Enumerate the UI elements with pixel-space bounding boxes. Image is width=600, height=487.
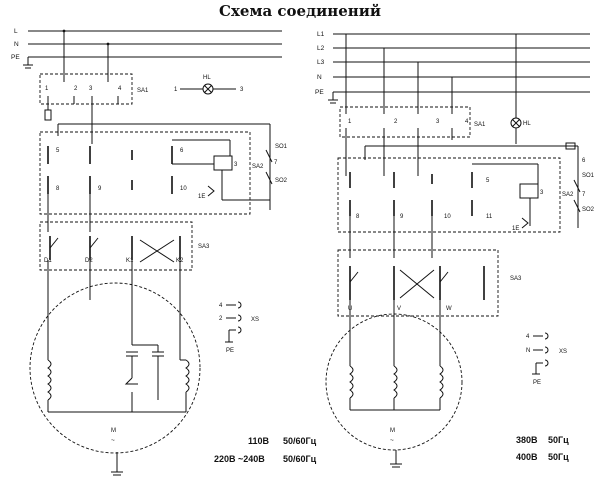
right-contact-w: W — [446, 306, 452, 312]
right-contact-v: V — [397, 306, 401, 312]
right-motor-symbol: ~ — [390, 437, 394, 444]
left-spec-freq-2: 50/60Гц — [283, 454, 317, 464]
left-term-5: 5 — [56, 148, 60, 154]
right-sa2-box — [337, 157, 561, 233]
left-winding-main — [47, 359, 52, 401]
line-label-pe: PE — [11, 54, 20, 61]
left-spec-voltage-1: 110В — [248, 436, 270, 446]
left-motor-symbol: ~ — [111, 437, 115, 444]
right-seven-label: 7 — [582, 192, 586, 198]
right-sa1-box — [339, 106, 471, 138]
right-sa1-term-3: 3 — [436, 119, 440, 125]
right-motor-circle — [325, 313, 463, 451]
right-sa1-term-4: 4 — [465, 119, 469, 125]
left-diagram: L N PE SA1 1 2 3 4 — [11, 28, 317, 476]
left-seven-label: 7 — [274, 160, 278, 166]
right-indicator-lamp: HL — [510, 117, 531, 144]
left-spec-voltage-2: 220В ~240В — [214, 454, 265, 464]
right-term-8: 8 — [356, 214, 360, 220]
right-sa2-label: SA2 — [562, 192, 574, 198]
line-label-l2: L2 — [317, 45, 325, 52]
line-label-l1: L1 — [317, 31, 325, 38]
right-sa1-term-1: 1 — [348, 119, 352, 125]
right-term-9: 9 — [400, 214, 404, 220]
left-supply-lines: L N PE — [11, 28, 282, 69]
line-label-l: L — [14, 28, 18, 35]
right-spec-voltage-1: 380В — [516, 435, 538, 445]
left-sa1-term-2: 2 — [74, 86, 78, 92]
right-winding-u — [349, 365, 354, 399]
svg-text:3: 3 — [234, 162, 238, 168]
left-sa1-term-1: 1 — [45, 86, 49, 92]
left-motor-circle — [29, 282, 201, 454]
left-relay-coil — [213, 155, 233, 171]
right-spec-freq-1: 50Гц — [548, 435, 569, 445]
left-sa2-label: SA2 — [252, 164, 264, 170]
line-label-l3: L3 — [317, 59, 325, 66]
left-winding-aux — [185, 359, 190, 393]
right-diagram: L1 L2 L3 N PE SA1 1 2 3 4 — [315, 31, 595, 468]
page-title: Схема соединений — [219, 2, 381, 20]
right-xs-term-4: 4 — [526, 334, 530, 340]
left-xs-term-2: 2 — [219, 316, 223, 322]
left-xs-term-4: 4 — [219, 303, 223, 309]
right-xs-term-n: N — [526, 348, 530, 354]
left-1e-label: 1E — [198, 194, 205, 200]
left-sa1-box — [39, 73, 133, 105]
right-so1-label: SO1 — [582, 173, 595, 179]
right-1e-label: 1E — [512, 226, 519, 232]
right-sa1-term-2: 2 — [394, 119, 398, 125]
right-winding-v — [393, 365, 398, 399]
svg-text:3: 3 — [540, 190, 544, 196]
right-hl-label: HL — [523, 121, 531, 127]
right-so2-label: SO2 — [582, 207, 595, 213]
left-contact-d2: D2 — [85, 258, 93, 264]
right-winding-w — [439, 365, 444, 399]
line-label-n: N — [14, 41, 19, 48]
left-sa2-box — [39, 131, 251, 215]
left-hl-label: HL — [203, 75, 211, 81]
right-xs-pe: PE — [533, 380, 541, 386]
right-supply-lines: L1 L2 L3 N PE — [315, 31, 590, 104]
left-sa1-term-4: 4 — [118, 86, 122, 92]
left-sa3-box — [39, 221, 193, 271]
left-term-10: 10 — [180, 186, 187, 192]
left-so2-label: SO2 — [275, 178, 288, 184]
right-term-5: 5 — [486, 178, 490, 184]
right-term-10: 10 — [444, 214, 451, 220]
left-contact-k1: K1 — [126, 258, 134, 264]
left-sa1-term-3: 3 — [89, 86, 93, 92]
left-indicator-lamp: 1 3 HL — [174, 75, 244, 95]
left-motor-label: M — [111, 428, 116, 434]
left-xs-pe: PE — [226, 348, 234, 354]
right-xs-socket: 4 N PE XS — [526, 332, 567, 386]
right-xs-label: XS — [559, 349, 567, 355]
right-six-label: 6 — [582, 158, 586, 164]
left-xs-label: XS — [251, 317, 259, 323]
left-hl-term-3: 3 — [240, 87, 244, 93]
right-relay-coil — [519, 183, 539, 199]
right-spec-voltage-2: 400В — [516, 452, 538, 462]
left-hl-term-1: 1 — [174, 87, 178, 93]
left-spec-freq-1: 50/60Гц — [283, 436, 317, 446]
right-term-11: 11 — [486, 214, 493, 220]
line-label-n-right: N — [317, 74, 322, 81]
right-fuse — [565, 142, 576, 150]
left-term-9: 9 — [98, 186, 102, 192]
right-sa3-box — [337, 249, 499, 317]
right-sa3-label: SA3 — [510, 276, 522, 282]
left-sa3-label: SA3 — [198, 244, 210, 250]
left-xs-socket: 4 2 PE XS — [219, 301, 259, 354]
right-sa1-label: SA1 — [474, 122, 486, 128]
right-spec-freq-2: 50Гц — [548, 452, 569, 462]
line-label-pe-right: PE — [315, 89, 324, 96]
left-so1-label: SO1 — [275, 144, 288, 150]
right-motor-label: M — [390, 428, 395, 434]
left-term-6: 6 — [180, 148, 184, 154]
left-term-8: 8 — [56, 186, 60, 192]
left-fuse — [44, 109, 52, 121]
left-sa1-label: SA1 — [137, 88, 149, 94]
